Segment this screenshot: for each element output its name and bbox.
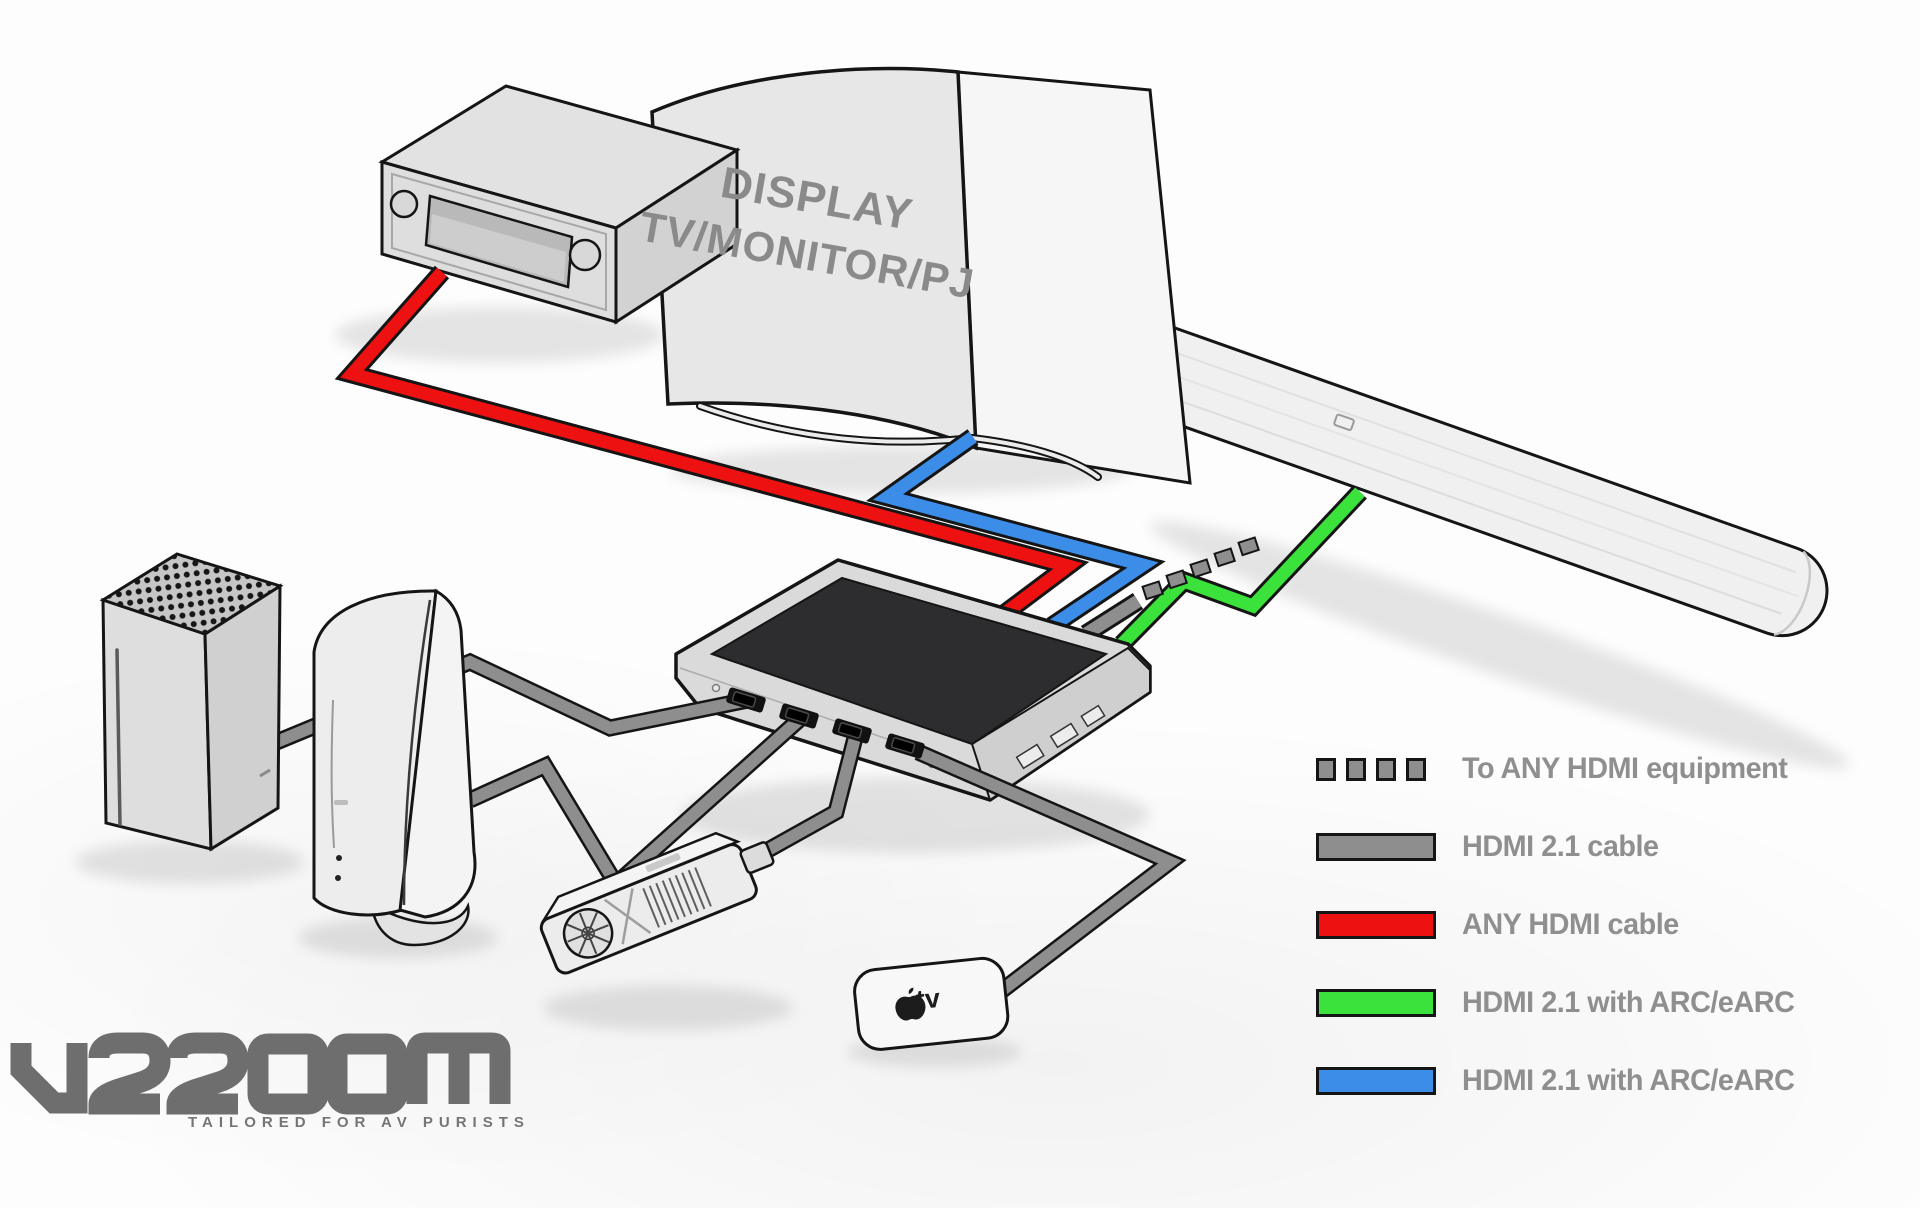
logo-letter-o	[247, 1033, 329, 1115]
logo-letter-r	[88, 1032, 171, 1115]
switch-top-panel	[709, 576, 1109, 746]
legend-swatch-dashed	[1316, 757, 1436, 781]
apple-logo-icon	[895, 987, 926, 1021]
legend: To ANY HDMI equipment HDMI 2.1 cable ANY…	[1316, 752, 1808, 1143]
apple-tv-label: tv	[914, 983, 942, 1015]
gpu-fins	[642, 867, 712, 928]
legend-swatch-blue	[1316, 1067, 1436, 1095]
legend-swatch-red	[1316, 911, 1436, 939]
apple-tv	[853, 956, 1010, 1051]
legend-item-hdmi21-cable: HDMI 2.1 cable	[1316, 830, 1808, 863]
gpu-fan	[562, 908, 614, 959]
legend-item-any-hdmi-cable: ANY HDMI cable	[1316, 908, 1808, 941]
legend-item-any-hdmi-equipment: To ANY HDMI equipment	[1316, 752, 1808, 785]
switch-output-ports	[1015, 704, 1106, 770]
legend-swatch-green	[1316, 989, 1436, 1017]
xbox-series-x-console	[99, 552, 284, 852]
playstation-5-console	[312, 588, 477, 947]
legend-item-hdmi21-arc-green: HDMI 2.1 with ARC/eARC	[1316, 986, 1808, 1019]
cable-dashed-to-any-hdmi-equipment	[1080, 536, 1260, 643]
tv-stand	[696, 402, 1102, 481]
cable-hdmi21-arc-to-soundbar	[1115, 485, 1367, 651]
legend-swatch-gray	[1316, 833, 1436, 861]
legend-label: ANY HDMI cable	[1462, 908, 1679, 941]
cable-hdmi21-arc-to-tv	[865, 429, 1166, 634]
legend-label: HDMI 2.1 cable	[1462, 830, 1659, 863]
logo-letter-v	[10, 1043, 88, 1114]
legend-label: HDMI 2.1 with ARC/eARC	[1462, 1064, 1795, 1097]
hdmi-matrix-switch	[674, 558, 1152, 802]
receiver-knob-right	[568, 238, 602, 272]
logo-tagline: TAILORED FOR AV PURISTS	[188, 1114, 530, 1131]
soundbar-hdmi-port	[1333, 413, 1355, 431]
cable-hdmi21-apple-tv	[914, 744, 1187, 999]
logo-letter-m	[406, 1032, 511, 1104]
av-receiver	[378, 84, 741, 325]
logo-letter-o2	[326, 1033, 408, 1115]
cable-hdmi21-ps5	[466, 711, 807, 898]
legend-label: HDMI 2.1 with ARC/eARC	[1462, 986, 1795, 1019]
receiver-knob-left	[389, 189, 419, 219]
legend-label: To ANY HDMI equipment	[1462, 752, 1788, 785]
switch-input-ports	[726, 687, 925, 759]
vrroom-logo	[10, 1032, 511, 1115]
cable-hdmi21-gpu	[763, 731, 865, 858]
cable-any-hdmi-to-receiver	[334, 265, 1090, 622]
ps5-stand	[370, 902, 470, 947]
xbox-vent-grid	[103, 554, 280, 634]
legend-item-hdmi21-arc-blue: HDMI 2.1 with ARC/eARC	[1316, 1064, 1808, 1097]
graphics-card	[539, 831, 775, 975]
